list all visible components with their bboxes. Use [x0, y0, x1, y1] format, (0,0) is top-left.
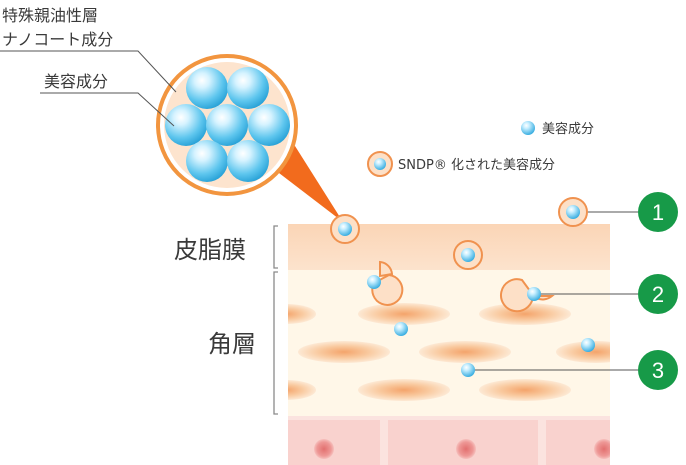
marker-2-number: 2: [652, 282, 664, 307]
zoom-circle: [156, 54, 298, 196]
ingredient-dot: [581, 338, 595, 352]
lipid-lens: [298, 341, 390, 363]
cell-nucleus: [456, 439, 476, 459]
legend-label-beauty: 美容成分: [542, 121, 594, 137]
lipid-lens: [288, 380, 316, 400]
sndp-capsule: [453, 240, 483, 270]
marker-2: 2: [638, 274, 678, 314]
marker-1: 1: [638, 192, 678, 232]
sebum-bracket: [273, 225, 278, 269]
lipid-lens: [479, 303, 571, 325]
marker-3-number: 3: [652, 358, 664, 383]
nanocoat-leader: [0, 50, 177, 93]
beauty-ingredient-dot-icon: [521, 121, 535, 135]
sndp-capsule-opening: [500, 278, 555, 313]
nanocoat-label-line1: 特殊親油性層: [2, 6, 98, 25]
sebum-layer-label: 皮脂膜: [174, 236, 246, 264]
legend-label-sndp: SNDP® 化された美容成分: [398, 157, 555, 173]
ingredient-dot: [394, 322, 408, 336]
legend: 美容成分 SNDP® 化された美容成分: [367, 121, 594, 177]
nanocoat-spheres: [165, 67, 290, 182]
lipid-lens: [479, 379, 571, 401]
stratum-bracket: [273, 271, 278, 415]
marker-1-number: 1: [652, 200, 664, 225]
sndp-capsules: [330, 197, 588, 313]
nanocoat-label-line2: ナノコート成分: [2, 30, 113, 49]
sndp-capsule-icon: [367, 151, 393, 177]
lipid-lens: [288, 304, 316, 324]
cell-nucleus: [314, 439, 334, 459]
lipid-lens: [556, 341, 610, 363]
skin-cross-section: [288, 224, 610, 465]
lipid-lens: [419, 341, 511, 363]
ingredient-dot: [461, 363, 475, 377]
sndp-capsule: [330, 214, 360, 244]
lipid-lens: [358, 379, 450, 401]
free-ingredients: [394, 322, 595, 377]
stratum-layer-label: 角層: [208, 330, 256, 358]
basal-cells: [288, 420, 610, 465]
beauty-ingredient-label: 美容成分: [44, 72, 108, 91]
cell-nucleus: [594, 439, 610, 459]
layer-brackets: [273, 225, 278, 415]
marker-3: 3: [638, 350, 678, 390]
lipid-lenses: [288, 303, 610, 401]
step-markers: 1 2 3: [638, 192, 678, 390]
beauty-leader: [40, 92, 175, 127]
sndp-capsule-opening: [367, 260, 404, 306]
sndp-capsule: [558, 197, 588, 227]
lipid-lens: [358, 303, 450, 325]
